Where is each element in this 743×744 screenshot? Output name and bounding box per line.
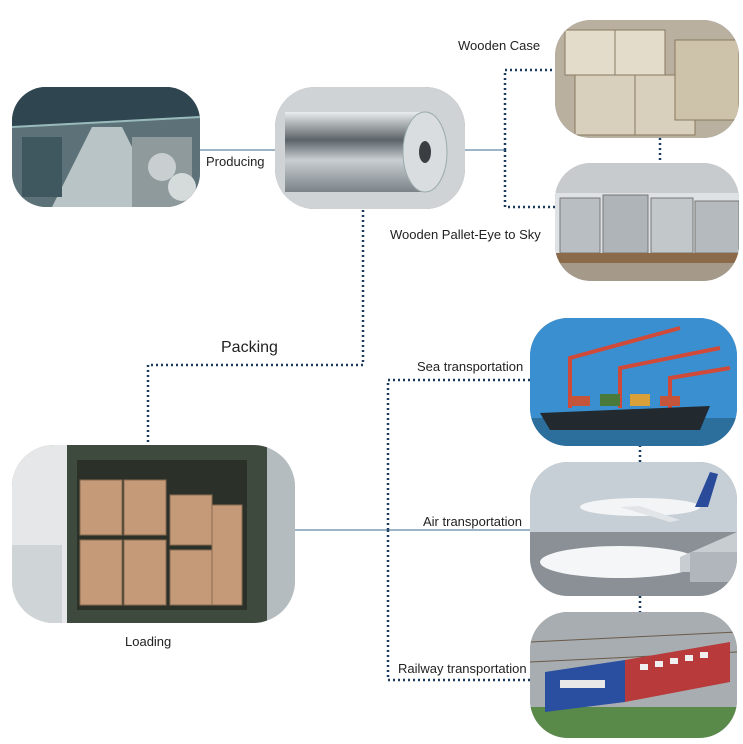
wooden-case-photo xyxy=(555,20,739,138)
loading-label: Loading xyxy=(125,634,172,649)
train-photo xyxy=(530,612,737,738)
container-photo xyxy=(12,445,295,623)
wooden-case-label: Wooden Case xyxy=(458,38,541,53)
sea-transport-label: Sea transportation xyxy=(417,359,524,374)
factory-photo xyxy=(12,87,200,207)
ship-photo xyxy=(530,318,737,446)
air-transport-label: Air transportation xyxy=(423,514,522,529)
producing-label: Producing xyxy=(206,154,265,169)
foil-roll-photo xyxy=(275,87,465,209)
wooden-pallet-photo xyxy=(555,163,739,281)
railway-transport-label: Railway transportation xyxy=(398,661,527,676)
packing-label: Packing xyxy=(221,339,278,356)
plane-photo xyxy=(530,462,737,596)
wooden-pallet-label: Wooden Pallet-Eye to Sky xyxy=(390,227,541,242)
